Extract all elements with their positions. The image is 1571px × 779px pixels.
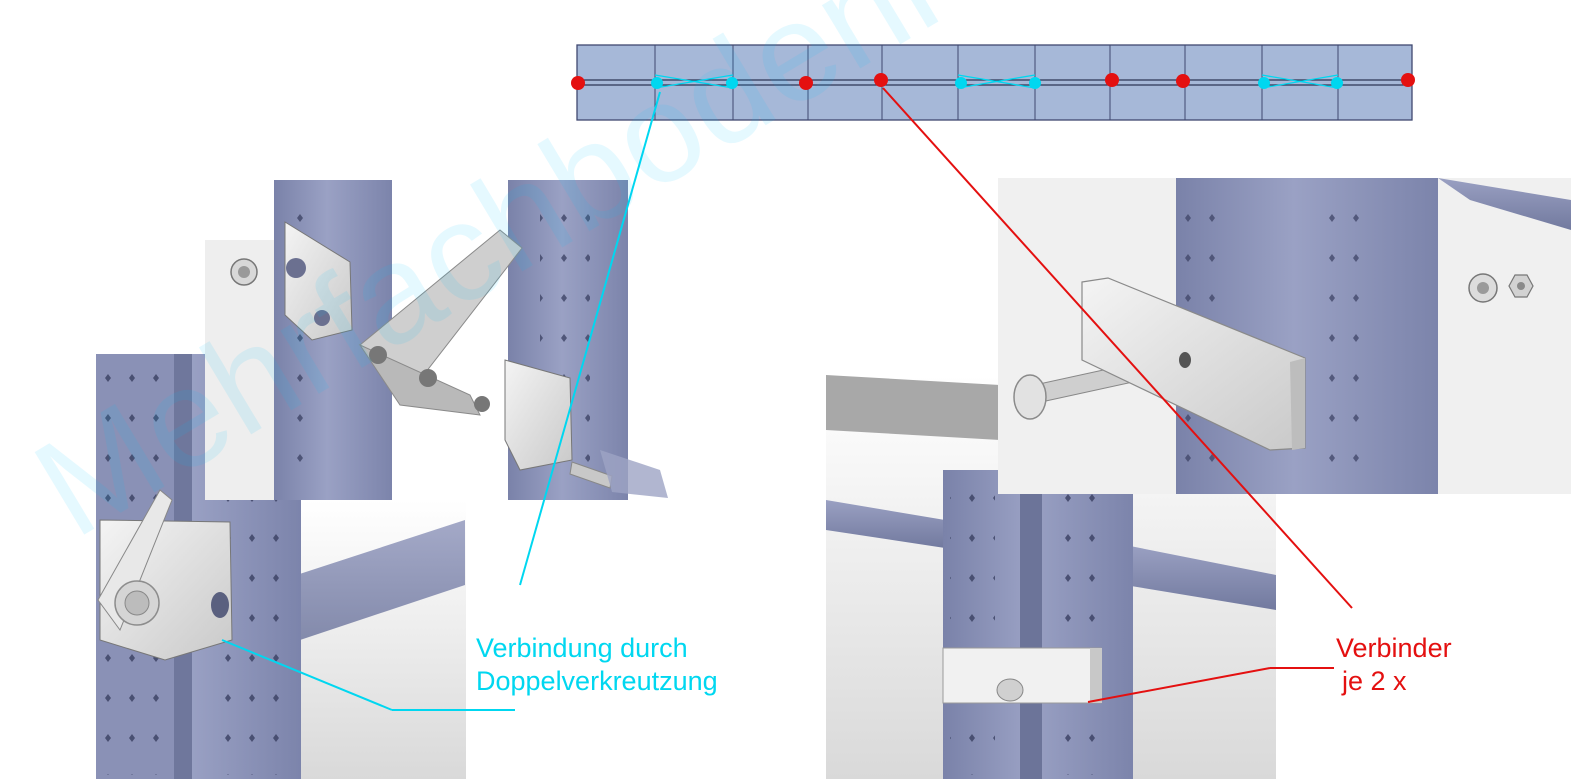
red-leader-line bbox=[882, 87, 1353, 609]
connector-label-line2: je 2 x bbox=[1342, 666, 1407, 696]
cross-bracing-closeup bbox=[205, 180, 670, 500]
bracing-label-line1: Verbindung durch bbox=[476, 633, 688, 663]
bracing-label: Verbindung durch Doppelverkreutzung bbox=[476, 632, 718, 698]
connector-label-line1: Verbinder bbox=[1336, 633, 1452, 663]
bracing-label-line2: Doppelverkreutzung bbox=[476, 666, 718, 696]
red-connector-points bbox=[571, 73, 1415, 90]
cross-bracing-marks bbox=[654, 74, 1339, 89]
connector-closeup bbox=[998, 178, 1571, 494]
cyan-leader-line bbox=[519, 91, 661, 586]
cyan-bracing-points bbox=[651, 77, 1343, 89]
connector-label: Verbinder je 2 x bbox=[1336, 632, 1452, 698]
left-bracing-detail bbox=[96, 354, 515, 779]
top-plan-view bbox=[571, 44, 1415, 121]
